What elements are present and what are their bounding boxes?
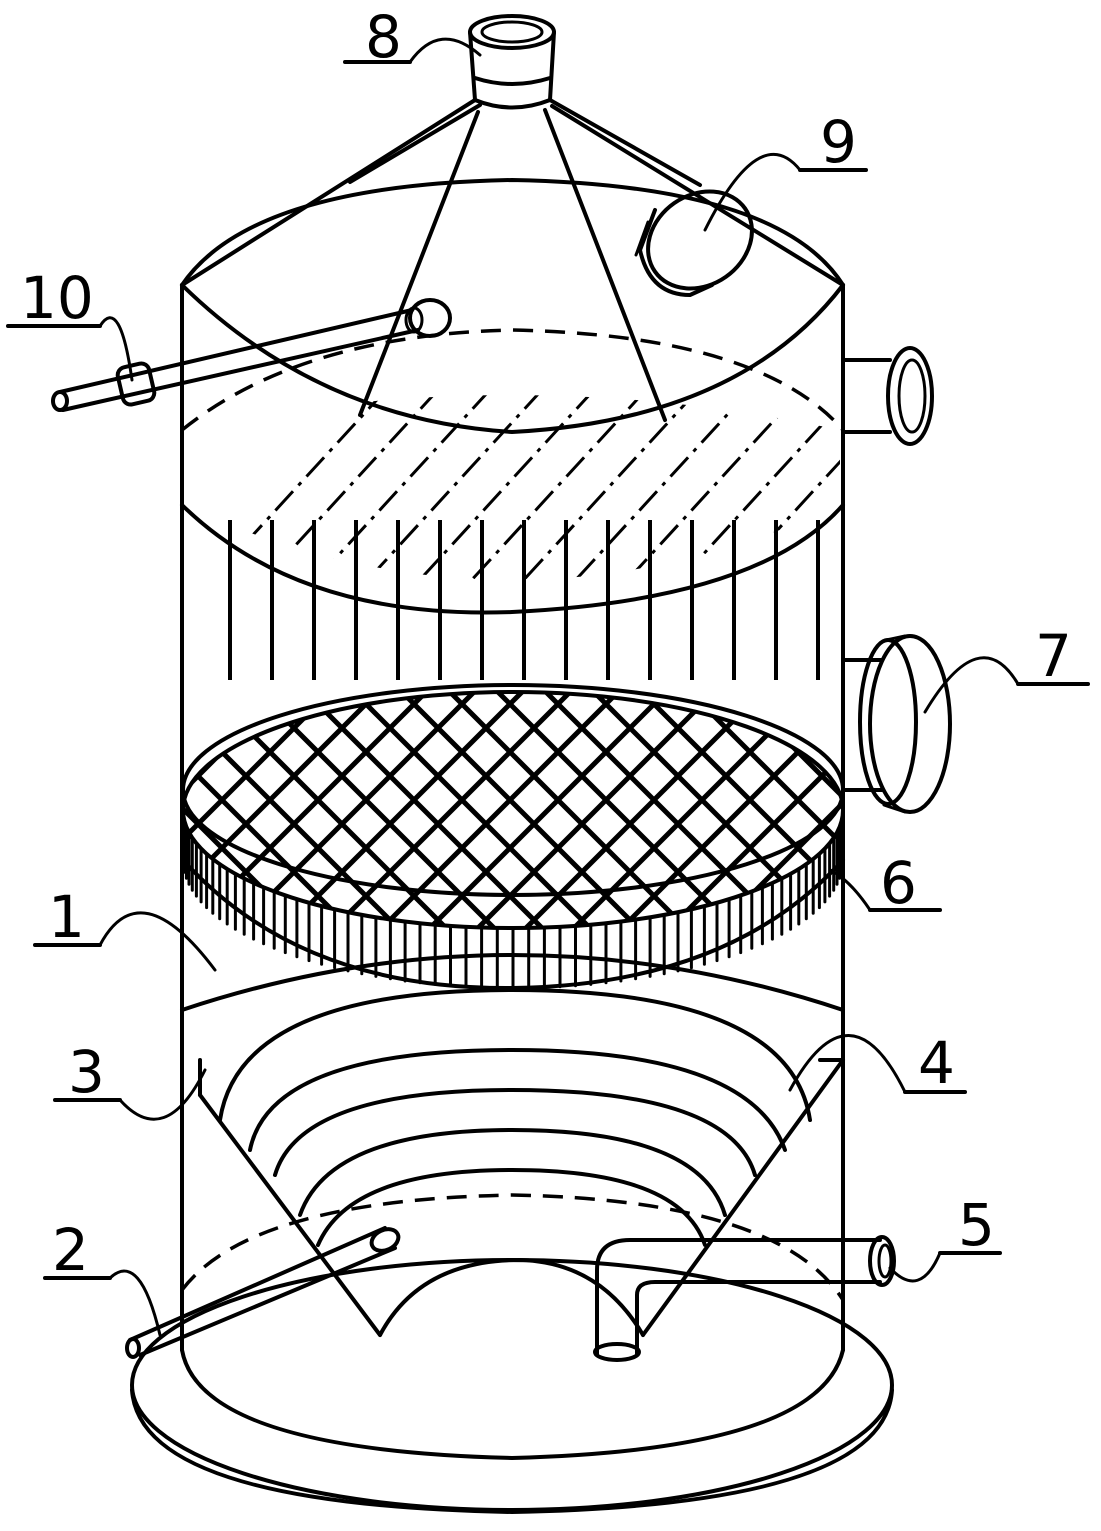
label-9-group: 9 bbox=[703, 108, 868, 232]
mesh-line bbox=[714, 692, 843, 928]
hatch-line bbox=[274, 395, 608, 580]
cone-separator bbox=[180, 953, 845, 1337]
mesh-layer bbox=[0, 670, 845, 991]
mesh-line bbox=[330, 692, 594, 928]
label-5: 5 bbox=[958, 1191, 995, 1259]
mesh-line bbox=[0, 670, 16, 930]
label-9: 9 bbox=[820, 108, 857, 176]
hatch-line bbox=[378, 395, 712, 580]
mesh-line bbox=[183, 692, 258, 928]
label-1-group: 1 bbox=[33, 883, 217, 972]
label-4-group: 4 bbox=[788, 1029, 967, 1097]
label-7: 7 bbox=[1035, 622, 1072, 690]
mesh-line bbox=[474, 692, 738, 928]
label-10: 10 bbox=[20, 264, 94, 332]
top-cone bbox=[180, 98, 845, 422]
hatch-line bbox=[586, 395, 840, 580]
top-outlet-nozzle bbox=[468, 14, 556, 110]
upper-side-nozzle bbox=[841, 346, 934, 446]
label-8-group: 8 bbox=[343, 3, 482, 71]
hatch-line bbox=[638, 395, 840, 580]
bottom-base bbox=[130, 1193, 894, 1514]
hatch-line bbox=[182, 395, 504, 580]
outlet-pipe bbox=[593, 1235, 896, 1362]
top-port bbox=[634, 189, 754, 297]
label-4: 4 bbox=[918, 1029, 955, 1097]
label-3-group: 3 bbox=[53, 1038, 207, 1121]
mesh-line bbox=[522, 692, 786, 928]
label-5-group: 5 bbox=[888, 1191, 1002, 1283]
label-2: 2 bbox=[52, 1216, 89, 1284]
side-port bbox=[841, 634, 952, 814]
mesh-line bbox=[0, 670, 16, 930]
label-1: 1 bbox=[48, 883, 85, 951]
hatch-line bbox=[430, 395, 764, 580]
label-8: 8 bbox=[365, 3, 402, 71]
label-6-group: 6 bbox=[828, 849, 942, 917]
mesh-line bbox=[282, 692, 546, 928]
hatch-line bbox=[482, 395, 816, 580]
packing-layer bbox=[180, 328, 845, 615]
label-3: 3 bbox=[68, 1038, 105, 1106]
label-2-group: 2 bbox=[43, 1216, 162, 1337]
mesh-line bbox=[426, 692, 690, 928]
mesh-line bbox=[183, 692, 210, 928]
mesh-line bbox=[183, 692, 258, 928]
label-6: 6 bbox=[880, 849, 917, 917]
mesh-line bbox=[810, 692, 843, 928]
mesh-line bbox=[378, 692, 642, 928]
hatch-line bbox=[222, 395, 556, 580]
mesh-line bbox=[183, 692, 210, 928]
mesh-line bbox=[810, 692, 843, 928]
mesh-line bbox=[183, 692, 354, 928]
label-10-group: 10 bbox=[6, 264, 134, 382]
hatch-line bbox=[182, 395, 452, 580]
hatch-line bbox=[742, 395, 840, 580]
spray-pipe bbox=[51, 298, 452, 412]
hatch-line bbox=[534, 395, 840, 580]
hatch-line bbox=[326, 395, 660, 580]
inlet-pipe bbox=[125, 1226, 401, 1359]
label-7-group: 7 bbox=[923, 622, 1090, 714]
vertical-rods bbox=[228, 520, 820, 680]
